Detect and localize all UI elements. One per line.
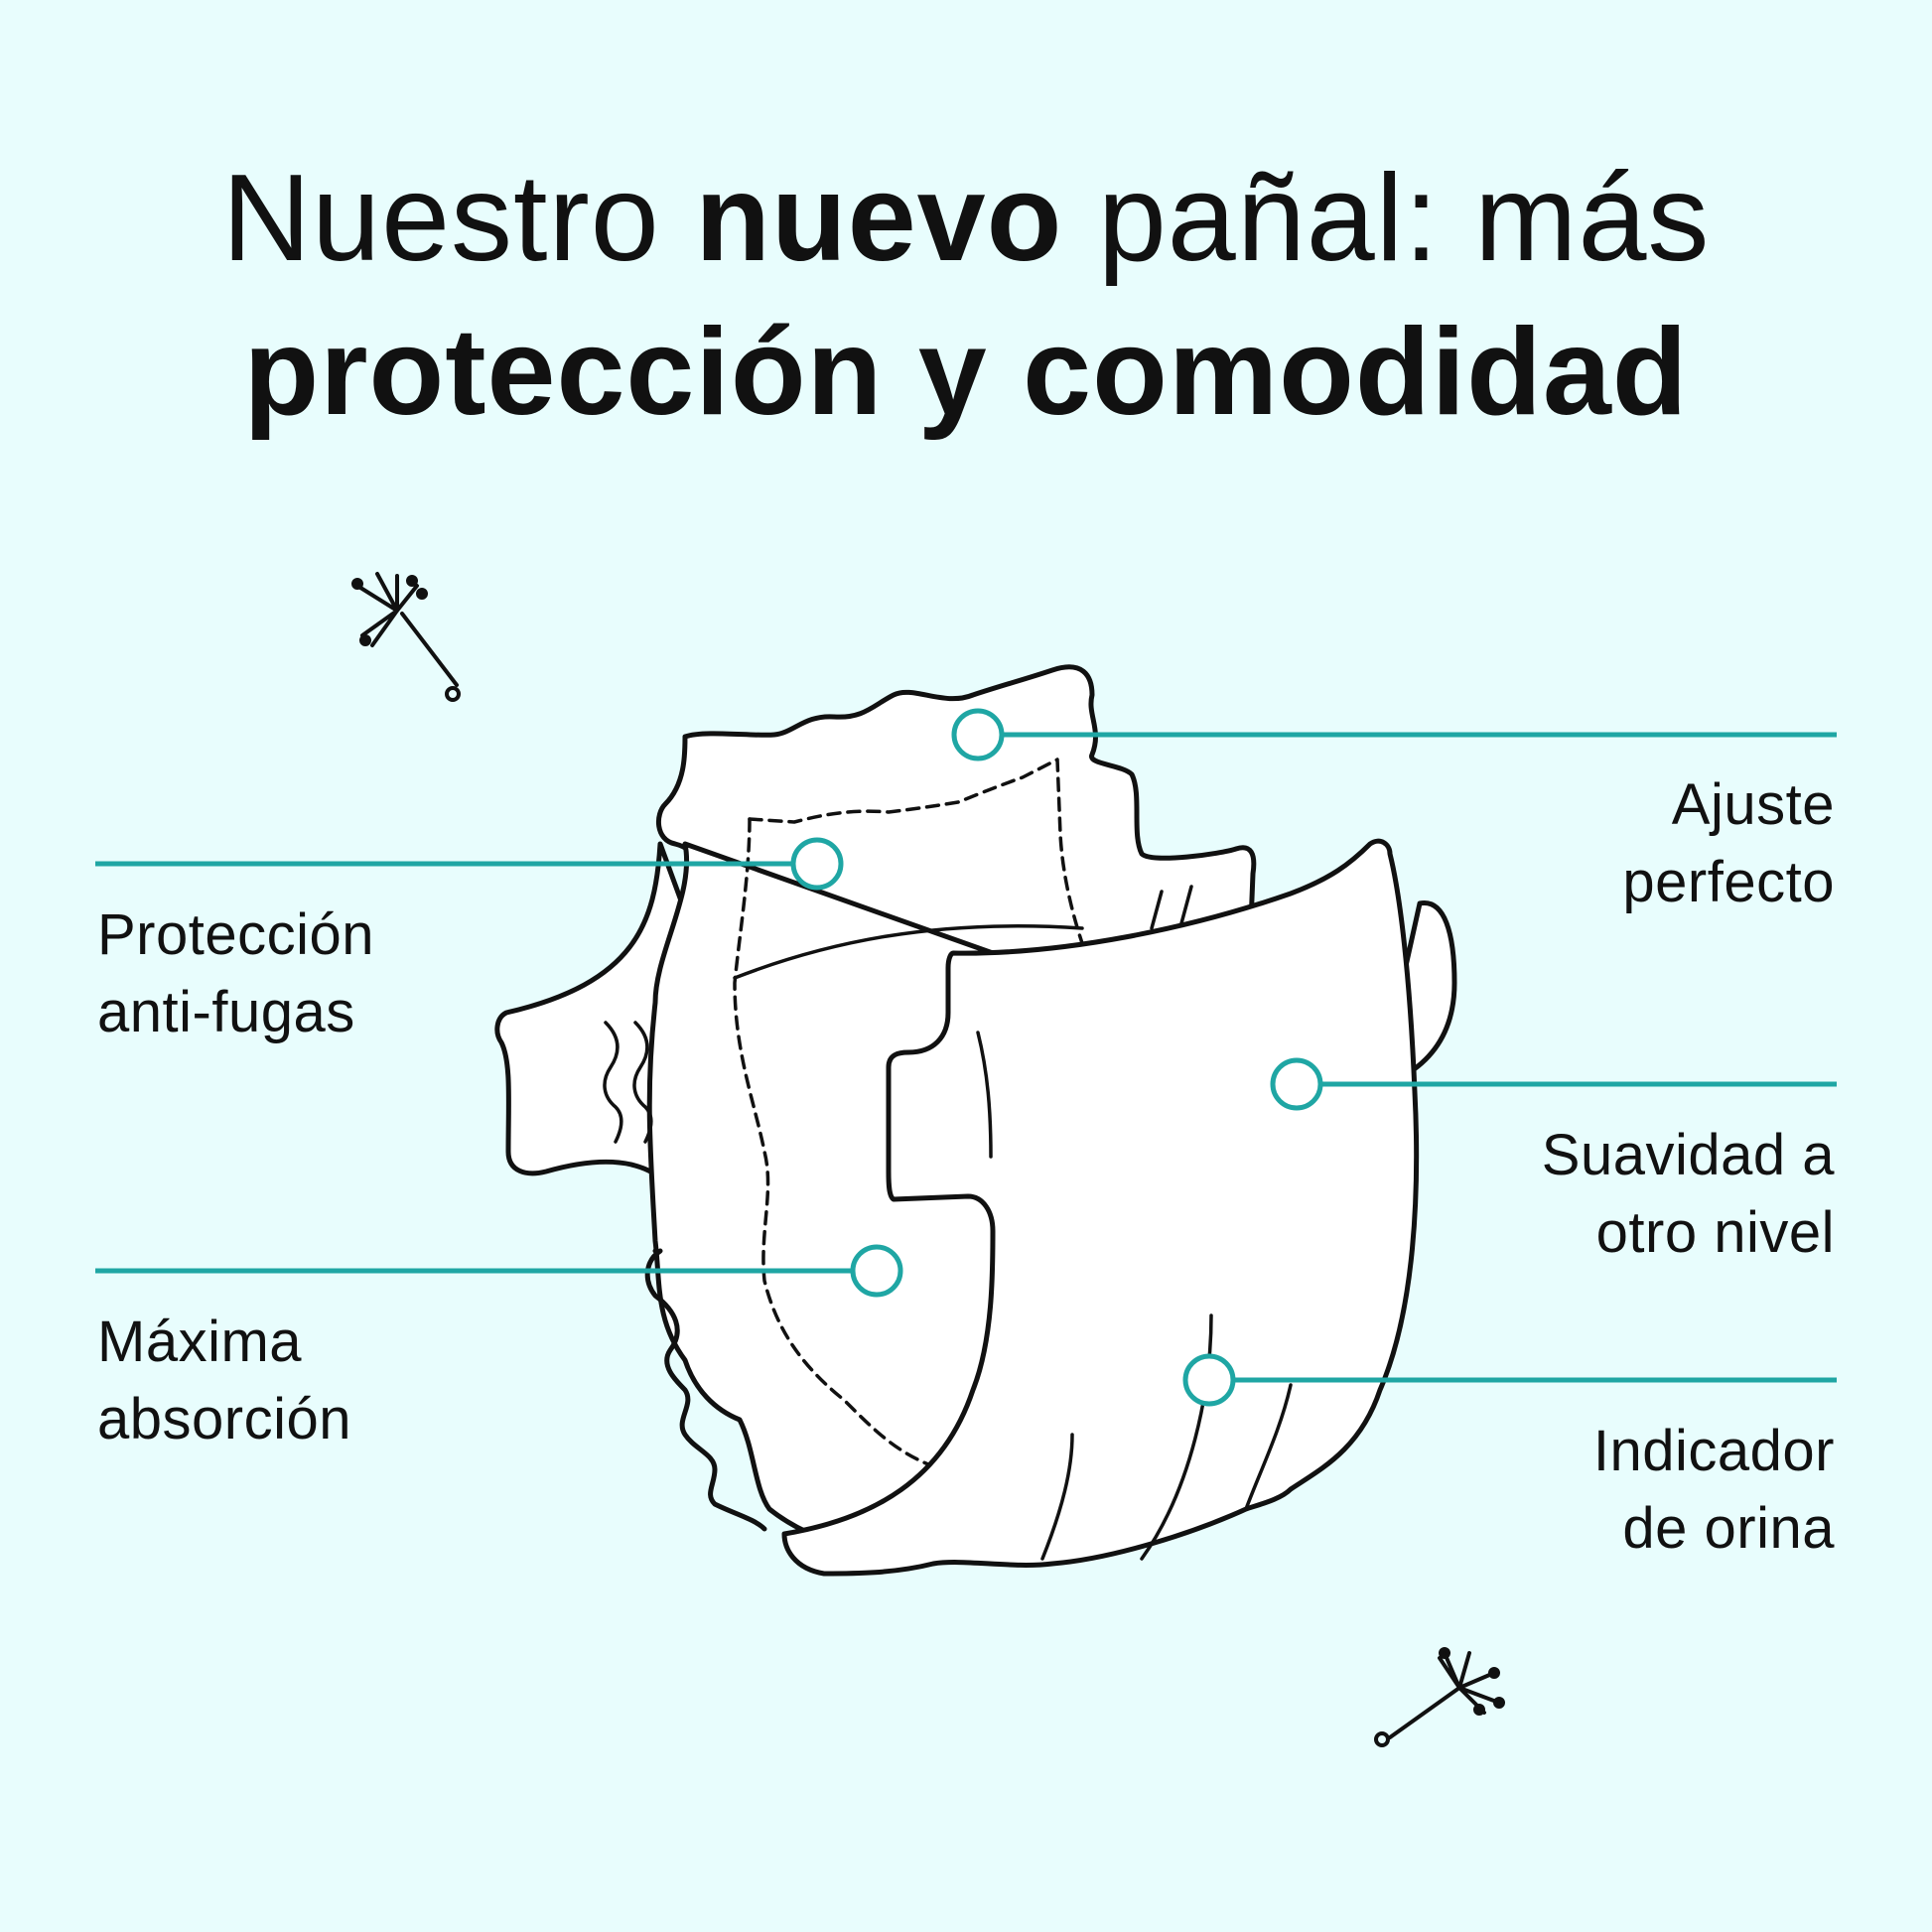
diaper-front-panel: [781, 838, 1420, 1577]
front-fold-line-1: [976, 1031, 993, 1159]
front-fold-line-2: [1040, 1433, 1074, 1561]
front-fold-line-4: [1244, 1383, 1293, 1511]
dandelion-seed-icon: [351, 572, 461, 702]
wave-line-1: [603, 1021, 623, 1144]
title-word-regular-b: pañal: más: [1097, 150, 1711, 287]
callout-proteccion: Protección anti-fugas: [97, 897, 374, 1051]
callout-suavidad-line2: otro nivel: [1595, 1200, 1835, 1265]
callout-suavidad: Suavidad a otro nivel: [1542, 1117, 1835, 1272]
callout-proteccion-line1: Protección: [97, 902, 375, 967]
callout-absorcion-line1: Máxima: [97, 1310, 303, 1374]
diaper-waist-line: [733, 924, 1084, 980]
callout-suavidad-line1: Suavidad a: [1541, 1123, 1835, 1187]
stripe-mark-2: [1179, 885, 1193, 925]
title-word-regular-a: Nuestro: [221, 150, 660, 287]
callout-absorcion: Máxima absorción: [97, 1304, 351, 1458]
diaper-dashed-guard-left: [733, 817, 930, 1466]
callout-dot-suavidad: [1270, 1057, 1323, 1111]
callout-absorcion-line2: absorción: [97, 1387, 351, 1451]
title-line-1: Nuestro nuevo pañal: más: [0, 144, 1932, 293]
callout-indicador-line1: Indicador: [1592, 1419, 1835, 1483]
title-word-bold: nuevo: [695, 150, 1063, 287]
callout-indicador: Indicador de orina: [1593, 1413, 1835, 1568]
title-line-2: protección y comodidad: [243, 304, 1689, 441]
callout-dot-indicador: [1182, 1353, 1236, 1407]
callout-dot-ajuste: [951, 708, 1005, 761]
callout-proteccion-line2: anti-fugas: [97, 980, 355, 1044]
callout-indicador-line2: de orina: [1622, 1496, 1835, 1561]
callout-dot-proteccion: [790, 837, 844, 891]
dandelion-seed-icon: [1374, 1647, 1505, 1747]
wave-line-2: [632, 1021, 653, 1144]
front-fold-line-3: [1140, 1313, 1213, 1561]
callout-ajuste-line1: Ajuste: [1671, 772, 1835, 837]
stripe-mark-1: [1150, 890, 1164, 930]
callout-ajuste-line2: perfecto: [1622, 850, 1835, 914]
diaper-leg-cuff-left: [644, 1248, 767, 1532]
diaper-dashed-guard: [748, 758, 1084, 945]
callout-ajuste: Ajuste perfecto: [1622, 766, 1835, 921]
callout-dot-absorcion: [850, 1244, 903, 1298]
